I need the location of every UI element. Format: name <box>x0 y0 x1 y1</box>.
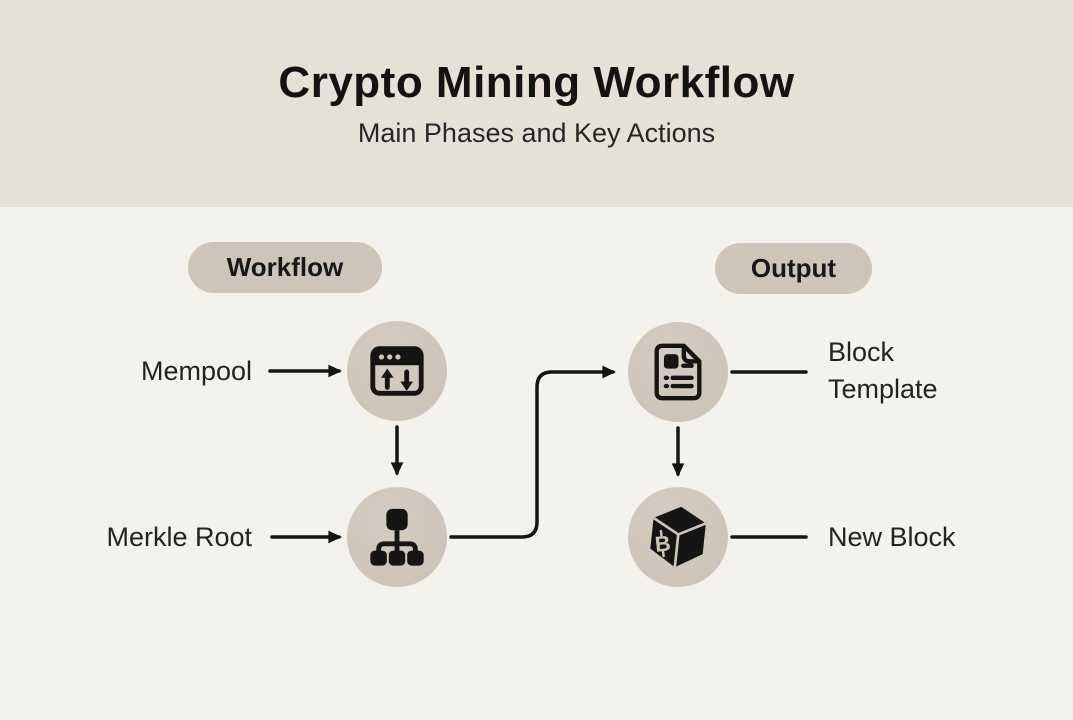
page-title: Crypto Mining Workflow <box>278 58 795 107</box>
bitcoin-cube-icon: B <box>650 506 707 568</box>
workflow-section-badge: Workflow <box>188 242 382 293</box>
edge-merkle-to-template-elbow-arrow <box>449 365 616 539</box>
page-subtitle: Main Phases and Key Actions <box>357 118 716 149</box>
new-block-node: B <box>628 487 728 587</box>
bitcoin-symbol: B <box>654 529 672 558</box>
merkle-tree-icon <box>370 508 424 566</box>
merkle-root-node <box>347 487 447 587</box>
header-band: Crypto Mining Workflow Main Phases and K… <box>0 0 1073 207</box>
browser-updown-icon <box>370 346 424 396</box>
svg-text:B: B <box>654 530 672 556</box>
merkle-root-label: Merkle Root <box>106 522 252 552</box>
mempool-node <box>347 321 447 421</box>
block-template-node <box>628 322 728 422</box>
new-block-label: New Block <box>828 522 956 552</box>
mempool-label: Mempool <box>140 356 252 386</box>
output-section-badge: Output <box>715 243 872 294</box>
block-template-label: Block Template <box>828 337 938 404</box>
block-template-document-icon <box>654 343 702 401</box>
